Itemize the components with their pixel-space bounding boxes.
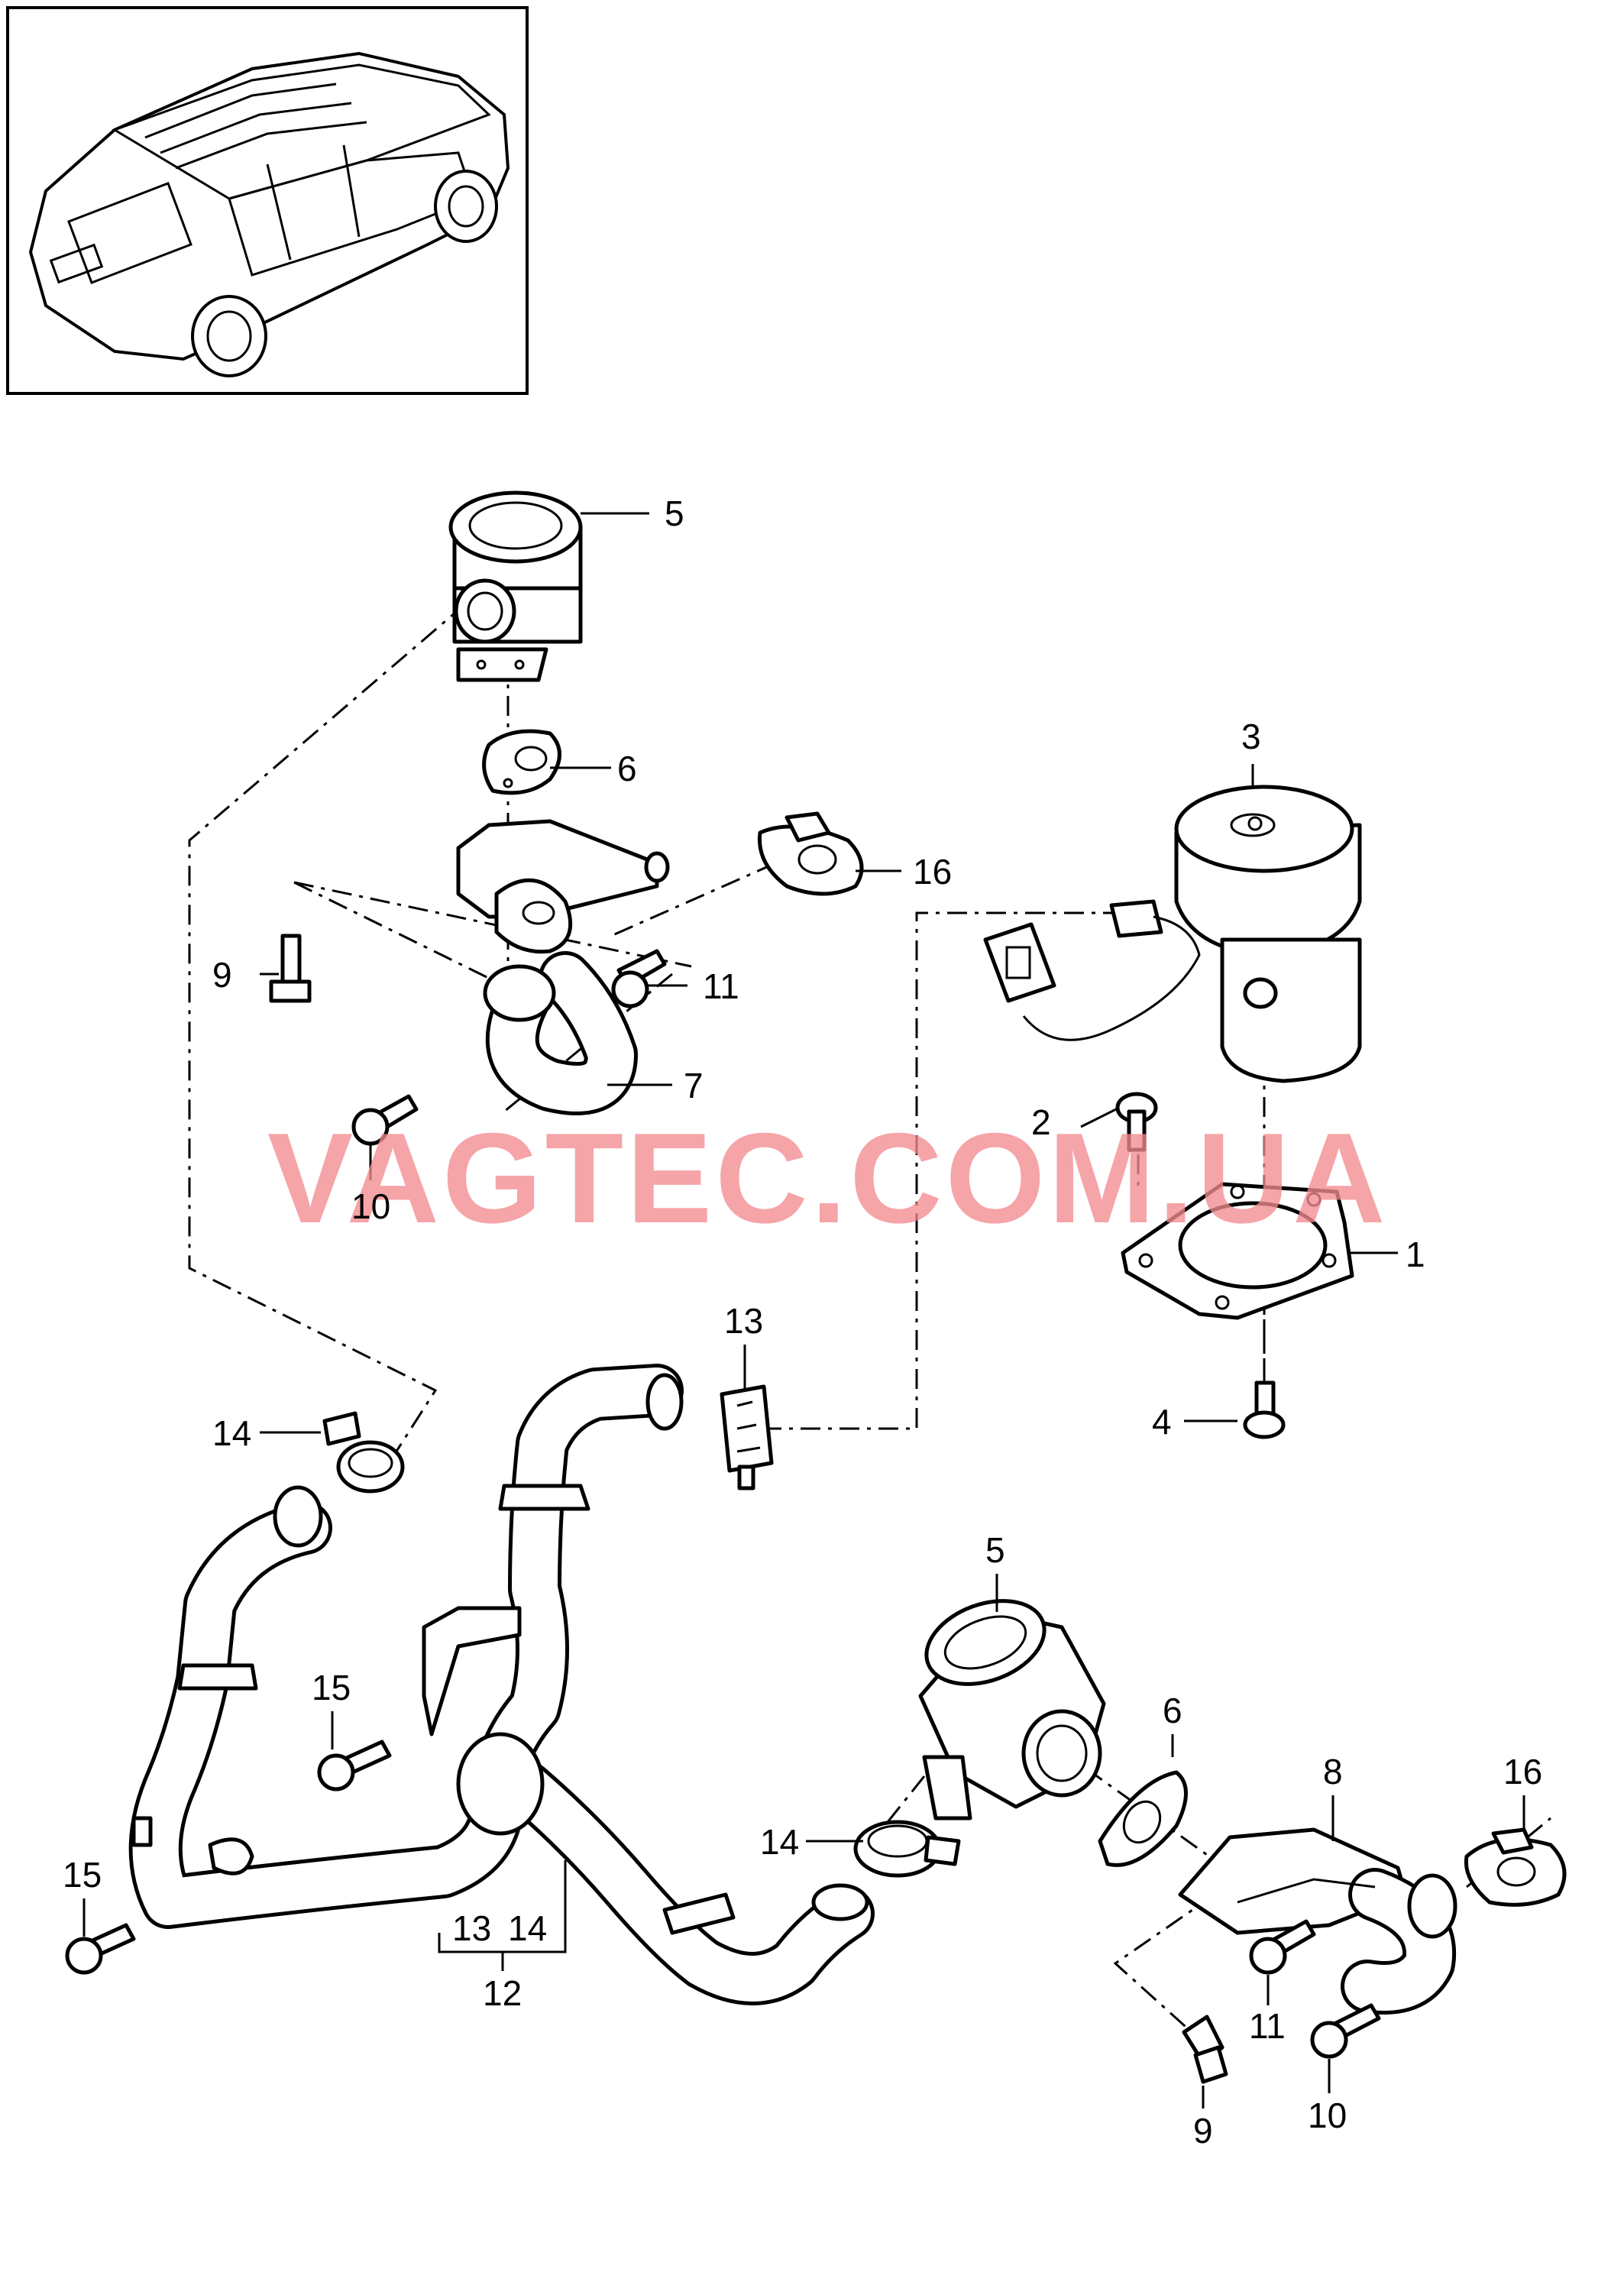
combination-valve-lower	[918, 1599, 1106, 1821]
bolt-15-upper	[317, 1740, 392, 1791]
bolt-4	[1243, 1380, 1286, 1439]
callout-15-upper: 15	[312, 1668, 351, 1707]
bolt-10-lower	[1310, 2003, 1381, 2059]
callout-7: 7	[684, 1066, 704, 1105]
callout-8: 8	[1323, 1752, 1343, 1791]
callout-9-upper: 9	[212, 955, 232, 995]
callout-14-group: 14	[508, 1908, 547, 1948]
callout-13-upper: 13	[724, 1301, 763, 1341]
hose-assembly-12	[128, 1364, 875, 2005]
bolt-9-upper	[269, 934, 312, 1003]
mounting-bracket-1	[1121, 1182, 1354, 1320]
hose-clamp-14-upper	[322, 1411, 405, 1494]
suv-outline-icon	[28, 51, 510, 377]
hose-clamp-14-lower	[853, 1820, 961, 1878]
bolt-9-lower	[1182, 2015, 1228, 2084]
callout-11-lower: 11	[1249, 2006, 1286, 2046]
callout-5-upper: 5	[665, 494, 684, 533]
callout-13-lower: 13	[452, 1908, 491, 1948]
callout-3: 3	[1241, 717, 1261, 756]
secondary-air-pump	[983, 785, 1362, 1083]
callout-16-upper: 16	[913, 852, 952, 892]
gasket-upper	[482, 729, 561, 795]
callout-5-lower: 5	[985, 1530, 1005, 1570]
pipe-lower-8	[1178, 1827, 1457, 2015]
callout-14-lower: 14	[760, 1822, 799, 1862]
bolt-10-upper	[351, 1094, 419, 1146]
callout-10-upper: 10	[351, 1186, 390, 1226]
callout-10-lower: 10	[1308, 2096, 1347, 2135]
hose-clamp-13	[720, 1384, 774, 1490]
callout-14-upper: 14	[212, 1413, 251, 1453]
combination-valve-upper	[448, 490, 583, 682]
leader-lines	[82, 512, 1525, 2109]
vehicle-thumbnail	[6, 6, 529, 395]
callout-9-lower: 9	[1193, 2111, 1213, 2151]
callout-4: 4	[1152, 1402, 1172, 1442]
pipe-upper-with-bracket	[456, 819, 670, 1115]
gasket-lower	[1098, 1770, 1188, 1867]
bolt-15-lower	[65, 1923, 136, 1975]
callout-16-lower: 16	[1503, 1752, 1542, 1791]
bolt-11-upper	[611, 949, 667, 1008]
callout-2: 2	[1031, 1102, 1051, 1142]
callout-1: 1	[1406, 1235, 1425, 1274]
gasket-16-upper	[757, 811, 864, 896]
watermark-text: VAGTEC.COM.UA	[267, 1106, 1389, 1250]
callout-6-upper: 6	[617, 749, 637, 788]
gasket-16-lower	[1464, 1827, 1567, 1907]
callout-15-lower: 15	[63, 1855, 102, 1895]
callout-labels: 5 6 3 16 9 11 7 2 10 1 13 4 14 5 15 6 8 …	[63, 494, 1542, 2151]
callout-11-upper: 11	[703, 966, 739, 1006]
bolt-11-lower	[1249, 1919, 1316, 1975]
callout-6-lower: 6	[1163, 1691, 1182, 1730]
callout-12: 12	[483, 1973, 522, 2013]
